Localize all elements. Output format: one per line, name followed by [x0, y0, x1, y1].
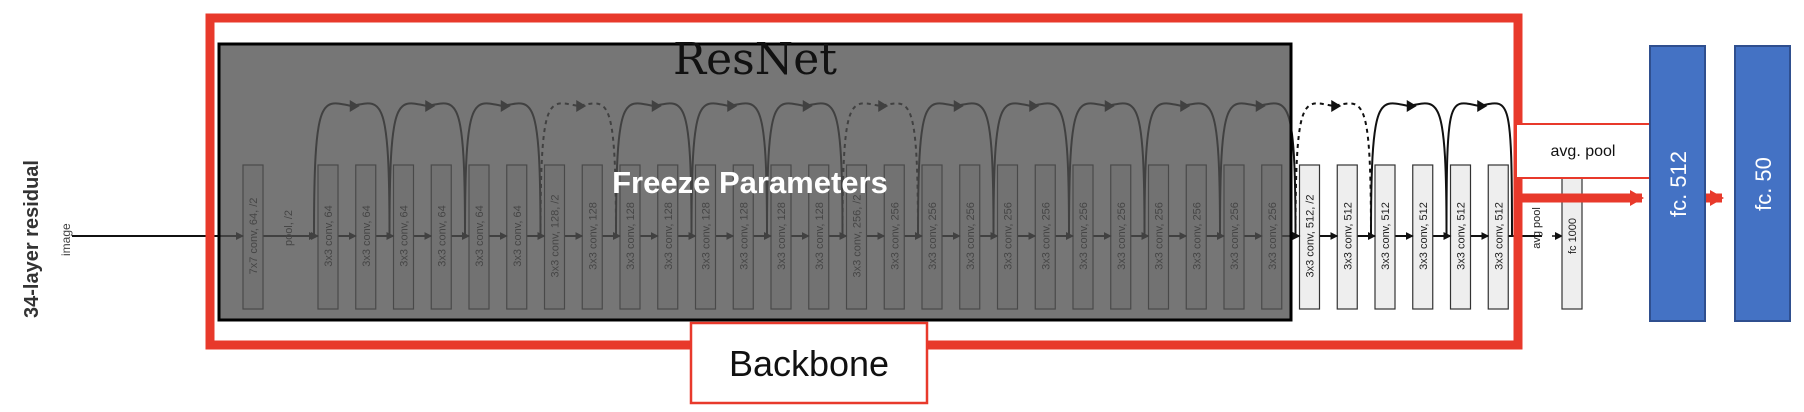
layer-block-conv-32-label: 3x3 conv, 512	[1493, 202, 1505, 270]
skip-connection-arrowhead-14	[1331, 100, 1342, 112]
layer-block-fc-1000-label: fc 1000	[1567, 218, 1579, 254]
backbone-label: Backbone	[729, 343, 889, 384]
backbone-label-box	[689, 321, 929, 405]
layer-block-conv-29-label: 3x3 conv, 512	[1380, 202, 1392, 270]
layer-block-conv-30-label: 3x3 conv, 512	[1418, 202, 1430, 270]
fc-50-block	[1734, 45, 1791, 322]
layer-block-conv-31-label: 3x3 conv, 512	[1456, 202, 1468, 270]
skip-connection-arrowhead-15	[1406, 100, 1417, 112]
fc-512-label: fc. 512	[1666, 151, 1691, 217]
side-label: 34-layer residual	[21, 160, 43, 318]
input-label: image	[59, 223, 73, 256]
layer-avg-pool-label: avg pool	[1531, 207, 1543, 249]
skip-connection-arrowhead-16	[1477, 100, 1488, 112]
diagram-title: ResNet	[673, 34, 837, 85]
layer-block-conv-28-label: 3x3 conv, 512	[1342, 202, 1354, 270]
fc-512-block	[1649, 45, 1706, 322]
avg-pool-box-label: avg. pool	[1551, 143, 1616, 160]
fc-50-label: fc. 50	[1751, 157, 1776, 211]
avg-pool-box	[1515, 123, 1651, 179]
freeze-overlay	[217, 42, 1293, 322]
freeze-label: Freeze Parameters	[612, 165, 888, 200]
layer-block-conv-27-label: 3x3 conv, 512, /2	[1305, 195, 1317, 278]
